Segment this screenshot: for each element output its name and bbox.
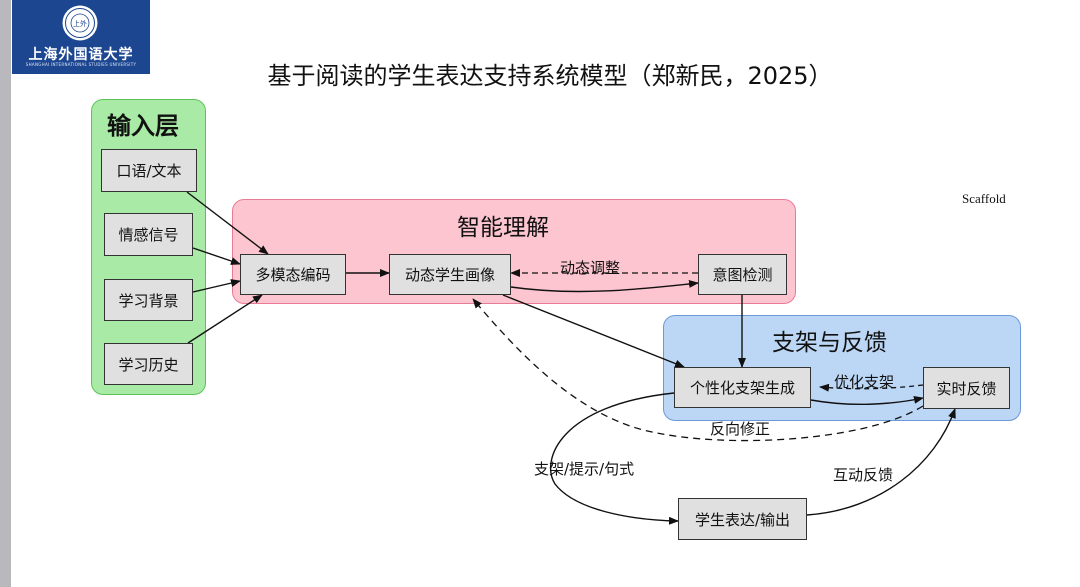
university-emblem-icon: 上外	[62, 5, 98, 41]
label-scaffold-hint-pattern: 支架/提示/句式	[534, 460, 635, 478]
node-dynamic-portrait: 动态学生画像	[389, 254, 511, 295]
university-english-name: SHANGHAI INTERNATIONAL STUDIES UNIVERSIT…	[25, 62, 137, 67]
node-learning-history: 学习历史	[104, 343, 193, 385]
label-reverse-correction: 反向修正	[710, 420, 771, 438]
edge-portrait-to-generation	[502, 294, 685, 368]
input-layer-title: 输入层	[107, 112, 179, 140]
node-learning-background: 学习背景	[104, 279, 193, 321]
edge-generation-to-output	[549, 392, 679, 525]
edge-feedback-to-generation-dashed	[819, 383, 924, 392]
scaffold-note: Scaffold	[962, 191, 1006, 206]
emblem-text: 上外	[73, 19, 87, 28]
node-personalized-scaffold: 个性化支架生成	[674, 367, 811, 408]
node-speech-text: 口语/文本	[101, 149, 197, 192]
edge-background-to-encode	[192, 279, 241, 293]
edge-speech-to-encode	[186, 191, 269, 255]
node-student-output: 学生表达/输出	[678, 498, 807, 540]
university-logo: 上外 上海外国语大学 SHANGHAI INTERNATIONAL STUDIE…	[12, 0, 150, 74]
page-title: 基于阅读的学生表达支持系统模型（郑新民，2025）	[267, 62, 833, 90]
node-multimodal-encoding: 多模态编码	[240, 254, 346, 295]
node-realtime-feedback: 实时反馈	[923, 367, 1010, 409]
label-optimize-scaffold: 优化支架	[834, 373, 895, 391]
node-intent-detection: 意图检测	[698, 254, 787, 295]
label-interactive-feedback: 互动反馈	[833, 466, 894, 484]
edge-history-to-encode	[187, 294, 263, 344]
edge-emotion-to-encode	[192, 247, 241, 265]
university-name: 上海外国语大学	[28, 47, 134, 63]
edge-feedback-to-portrait-dashed	[472, 298, 924, 442]
edge-portrait-to-intent	[510, 279, 699, 293]
left-edge-strip	[0, 0, 11, 587]
edge-generation-to-feedback	[810, 395, 924, 406]
node-emotion-signal: 情感信号	[104, 213, 193, 256]
edge-output-to-feedback	[806, 408, 956, 516]
label-dynamic-adjust: 动态调整	[560, 259, 621, 277]
understanding-title: 智能理解	[457, 215, 549, 241]
scaffold-feedback-title: 支架与反馈	[772, 330, 887, 356]
